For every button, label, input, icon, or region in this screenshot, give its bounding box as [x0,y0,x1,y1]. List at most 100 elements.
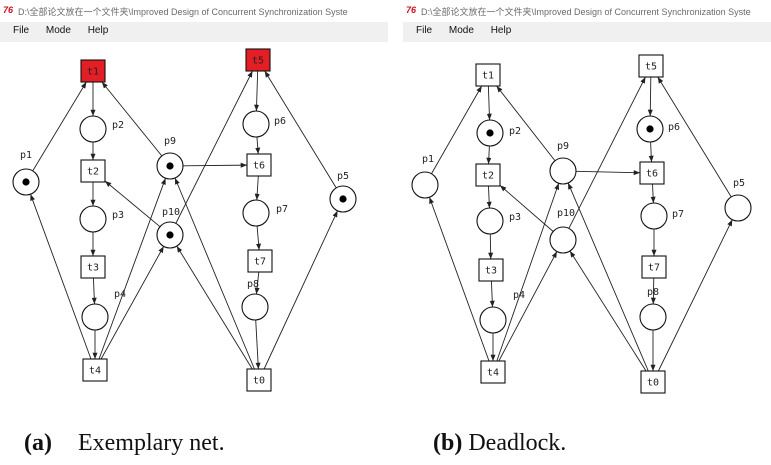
arc-p10-t2 [499,185,554,232]
arc-p5-t5 [657,76,732,198]
arc-p9-t6 [182,162,248,168]
place-p1[interactable]: p1 [12,150,40,196]
arc-p10-t5 [568,76,646,229]
transition-t4[interactable]: t4 [82,358,108,382]
transition-label: t6 [646,169,658,180]
place-label: p1 [20,150,32,161]
place-p4[interactable]: p4 [81,289,126,331]
transition-t7[interactable]: t7 [247,249,273,273]
menu-bar: File Mode Help [403,22,771,42]
transition-label: t3 [87,263,99,274]
place-label: p2 [112,120,124,131]
place-p3[interactable]: p3 [476,207,521,235]
arc-t0-p5 [657,219,733,372]
net-canvas[interactable]: p1 p2 p3 p4 p5 p6 p7 p8 p9 p10 t1 t2 t3 t4 t5 t6 t7 t0 [403,42,771,412]
place-p10[interactable]: p10 [549,208,577,254]
place-p7[interactable]: p7 [640,202,684,230]
place-label: p3 [112,210,124,221]
app-icon: 76 [406,5,417,15]
transition-label: t2 [482,171,494,182]
transition-t1[interactable]: t1 [80,59,106,83]
caption-text: Deadlock. [468,430,567,456]
transition-t6[interactable]: t6 [639,161,665,185]
place-p2[interactable]: p2 [79,115,124,143]
arc-t3-p4 [489,280,495,308]
place-p8[interactable]: p8 [241,279,269,321]
transition-t1[interactable]: t1 [475,63,501,87]
arc-t6-p7 [650,183,656,204]
arc-p6-t6 [255,136,261,155]
transition-t6[interactable]: t6 [246,153,272,177]
token-p6 [646,125,654,133]
transition-t3[interactable]: t3 [80,255,106,279]
arc-p6-t6 [648,141,654,163]
arc-t4-p10 [100,246,165,360]
window-title-bar: 76 D:\全部论文放在一个文件夹\Improved Design of Con… [403,0,771,22]
place-label: p5 [337,171,349,182]
petri-net-graph: p1 p2 p3 p4 p5 p6 p7 p8 p9 p10 t1 t2 t3 t4 t5 t6 t7 t0 [411,54,752,394]
transition-label: t0 [253,376,265,387]
arc-p10-t5 [175,70,253,224]
menu-file[interactable]: File [13,25,30,36]
place-label: p10 [557,208,575,219]
place-p2[interactable]: p2 [476,119,521,147]
transition-t7[interactable]: t7 [641,255,667,279]
arc-t0-p5 [263,210,338,370]
menu-file[interactable]: File [416,25,433,36]
arc-t1-p2 [486,85,492,121]
menu-help[interactable]: Help [87,25,109,36]
panel-deadlock: 76 D:\全部论文放在一个文件夹\Improved Design of Con… [403,0,771,412]
place-p3[interactable]: p3 [79,205,124,233]
transition-label: t6 [253,161,265,172]
arc-p9-t6 [575,170,641,176]
arc-p8-t0 [255,319,261,370]
token-p5 [339,195,347,203]
token-p1 [22,178,30,186]
transition-t2[interactable]: t2 [80,159,106,183]
menu-mode[interactable]: Mode [45,25,71,36]
menu-help[interactable]: Help [490,25,512,36]
app-icon: 76 [3,5,14,15]
arc-t6-p7 [254,175,260,201]
transition-t5[interactable]: t5 [245,48,271,72]
place-p6[interactable]: p6 [636,115,680,143]
arc-t4-p1 [429,197,490,362]
place-label: p9 [557,141,569,152]
place-p10[interactable]: p10 [156,207,184,249]
arc-t4-p1 [30,194,92,360]
place-label: p8 [247,279,259,290]
place-p5[interactable]: p5 [724,178,752,222]
place-p7[interactable]: p7 [242,199,288,227]
transition-label: t5 [645,62,657,73]
arc-t0-p9 [567,182,649,372]
place-p5[interactable]: p5 [329,171,357,213]
transition-t5[interactable]: t5 [638,54,664,78]
token-p10 [166,231,174,239]
arc-p7-t7 [256,225,262,251]
arc-t4-p9 [98,178,166,360]
place-p8[interactable]: p8 [639,287,667,331]
window-title-bar: 76 D:\全部论文放在一个文件夹\Improved Design of Con… [0,0,388,22]
transition-t0[interactable]: t0 [640,370,666,394]
menu-mode[interactable]: Mode [448,25,474,36]
token-p9 [166,162,174,170]
net-canvas[interactable]: p1 p2 p3 p4 p5 p6 p7 p8 p9 p10 t1 t2 t3 t4 t5 t6 t7 t0 [0,42,388,412]
place-p9[interactable]: p9 [549,141,577,185]
arc-t4-p9 [496,183,560,362]
place-p4[interactable]: p4 [479,290,525,334]
arc-t0-p10 [176,245,253,370]
transition-t0[interactable]: t0 [246,368,272,392]
transition-label: t5 [252,56,264,67]
transition-t4[interactable]: t4 [480,360,506,384]
transition-t2[interactable]: t2 [475,163,501,187]
arc-t0-p9 [174,177,255,370]
place-label: p9 [164,136,176,147]
place-p1[interactable]: p1 [411,154,439,199]
arc-t0-p10 [569,250,647,372]
petri-net-graph: p1 p2 p3 p4 p5 p6 p7 p8 p9 p10 t1 t2 t3 t4 t5 t6 t7 t0 [12,48,357,392]
arc-p3-t3 [488,233,494,260]
transition-label: t3 [485,266,497,277]
transition-t3[interactable]: t3 [478,258,504,282]
place-p9[interactable]: p9 [156,136,184,180]
place-p6[interactable]: p6 [242,110,286,138]
